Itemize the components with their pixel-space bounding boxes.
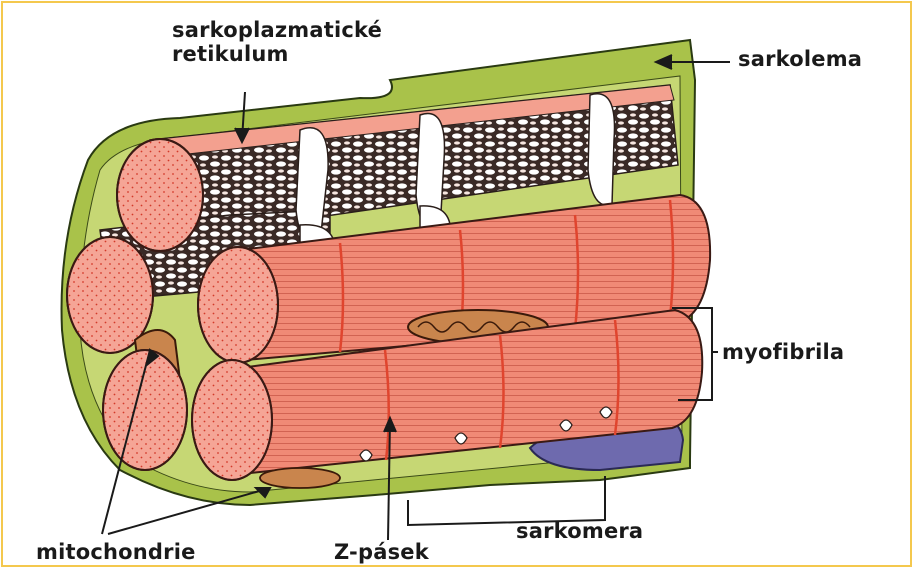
label-sarcolemma: sarkolema [738,47,862,71]
label-mitochondria: mitochondrie [36,540,196,564]
label-myofibril: myofibrila [722,340,844,364]
label-sarcoplasmic-reticulum-line2: retikulum [172,42,382,66]
label-sarcomere: sarkomera [516,519,643,543]
label-sarcoplasmic-reticulum-line1: sarkoplazmatické [172,18,382,42]
mitochondrion-lower [260,468,340,488]
label-sarcoplasmic-reticulum: sarkoplazmatické retikulum [172,18,382,66]
label-z-band: Z-pásek [334,540,429,564]
